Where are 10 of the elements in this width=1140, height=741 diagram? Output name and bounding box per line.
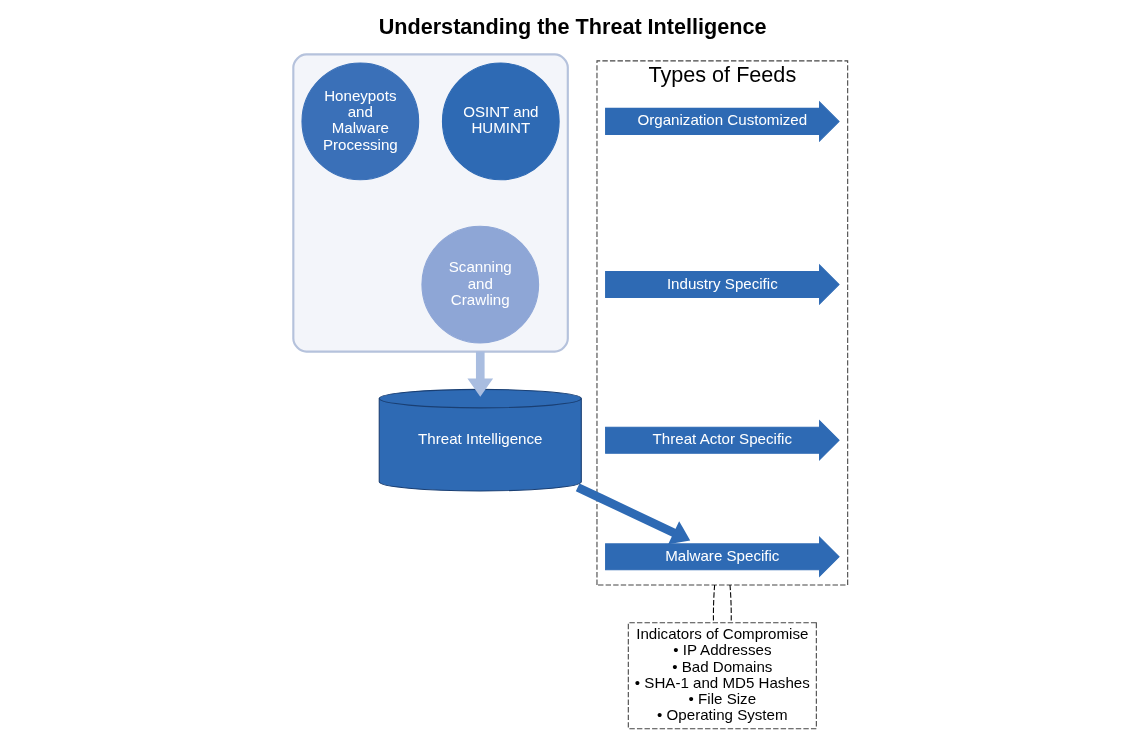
node-circle: Scanning and Crawling <box>420 225 539 343</box>
node-circle: OSINT and HUMINT <box>441 62 560 180</box>
connector <box>712 583 715 623</box>
diagram-title: Understanding the Threat Intelligence <box>378 13 767 39</box>
arrow <box>575 482 690 544</box>
node-circle: Honeypots and Malware Processing <box>300 62 419 180</box>
connector <box>728 583 732 623</box>
cluster <box>291 52 569 353</box>
node-box: Indicators of Compromise • IP Addresses • Bad Domains • SHA-1 and MD5 Hashes • File Size • Operating System <box>627 621 817 729</box>
arrow <box>466 351 493 397</box>
